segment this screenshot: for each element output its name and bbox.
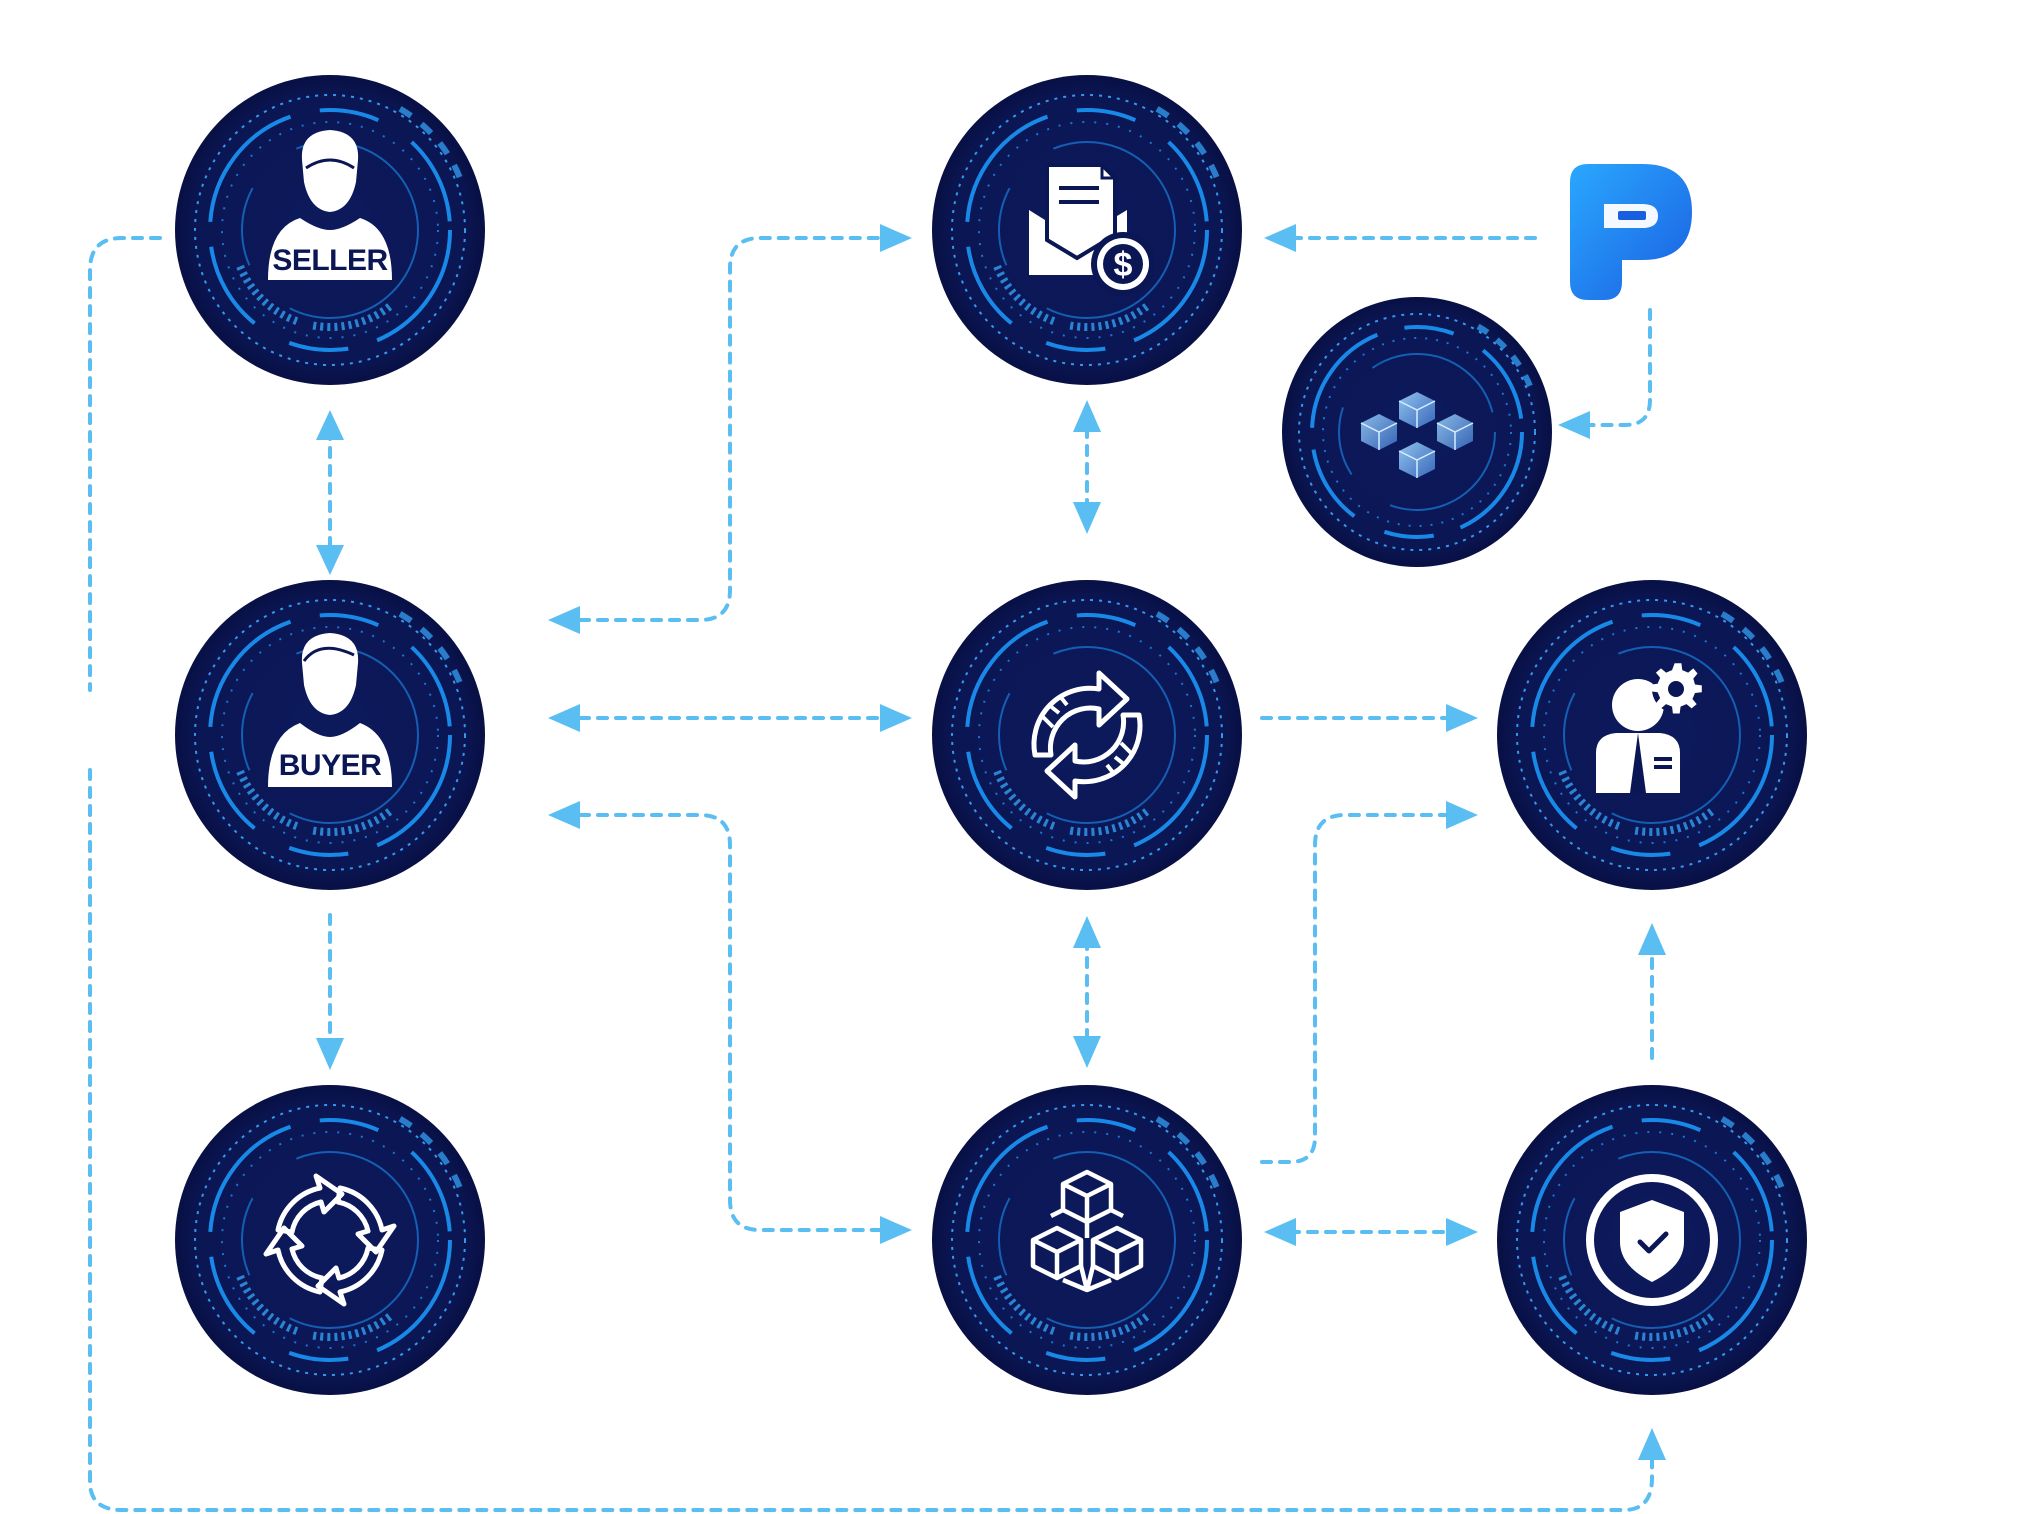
node-blocks [896,1049,1278,1431]
svg-text:$: $ [1114,246,1133,284]
node-exchange [896,544,1278,926]
arrow-up-operator [1638,923,1666,955]
arrow-left-buyer-top [548,606,580,634]
connector-buyer-blocks [578,813,882,1232]
arrow-down-cycle [316,1038,344,1070]
arrow-down-exchange [1073,502,1101,534]
node-crystal [1250,265,1583,598]
arrow-up-exchange [1073,916,1101,948]
arrow-right-exchange [880,704,912,732]
arrow-up-invoice [1073,400,1101,432]
arrow-right-operator-top [1446,704,1478,732]
buyer-label: BUYER [279,749,382,782]
arrow-down-buyer [316,545,344,575]
arrow-up-seller [316,410,344,440]
node-cycle [139,1049,521,1431]
node-invoice: $ [896,39,1278,421]
connector-blocks-operator [1260,813,1452,1164]
circular-arrows-icon [263,1173,397,1307]
arrow-left-buyer-bottom [548,801,580,829]
connector-outer-loop [88,768,1654,1512]
arrow-left-crystal [1558,411,1590,439]
arrow-right-invoice [880,224,912,252]
node-seller: SELLER [139,39,521,421]
cube-blocks-icon [1030,1169,1144,1293]
exchange-arrows-icon [1031,670,1143,800]
seller-person-icon [268,130,392,280]
seller-label: SELLER [272,244,388,277]
arrow-left-blocks [1264,1218,1296,1246]
node-operator [1461,544,1843,926]
connectors [88,224,1666,1512]
invoice-payment-icon: $ [1029,163,1155,296]
arrow-right-shield [1446,1218,1478,1246]
arrow-up-shield [1638,1428,1666,1460]
arrow-down-blocks [1073,1036,1101,1068]
arrow-left-buyer-mid [548,704,580,732]
connector-seller-loop [88,236,162,692]
connector-logo-crystal [1588,308,1652,427]
p-logo-icon [1570,164,1692,300]
node-buyer: BUYER [139,544,521,926]
arrow-left-invoice [1264,224,1296,252]
arrow-right-operator-bottom [1446,801,1478,829]
arrow-right-blocks [880,1216,912,1244]
operator-gear-icon [1596,663,1702,793]
crystal-blocks-icon [1360,392,1474,478]
buyer-person-icon [268,633,392,787]
connector-buyer-invoice [578,236,882,622]
shield-check-icon [1586,1174,1718,1306]
node-shield [1461,1049,1843,1431]
